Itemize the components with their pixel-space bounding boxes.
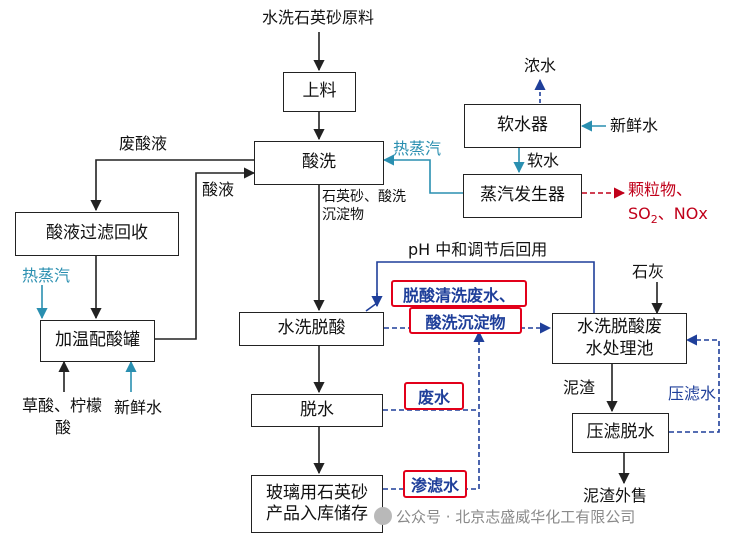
highlight-shenlvshui: 渗滤水 [403, 470, 467, 498]
label-raw-material: 水洗石英砂原料 [262, 8, 375, 27]
emissions-so: SO [628, 204, 651, 223]
pool-line-2: 水处理池 [585, 338, 654, 359]
box-chanpin: 玻璃用石英砂 产品入库储存 [251, 475, 383, 533]
box-shuixi-tuosuan: 水洗脱酸 [239, 312, 384, 346]
label-ph: pH 中和调节后回用 [408, 240, 548, 259]
highlight-feishui: 废水 [404, 382, 464, 410]
label-nongshui: 浓水 [524, 56, 557, 75]
chanpin-line-1: 玻璃用石英砂 [266, 482, 368, 503]
box-suanxi: 酸洗 [254, 141, 384, 185]
arrow-yalvshui [669, 334, 720, 433]
label-nizha-waishou: 泥渣外售 [583, 486, 648, 505]
wechat-icon [374, 507, 392, 525]
emissions-nox: 、NOx [657, 204, 708, 223]
highlight-tuosuan-1: 脱酸清洗废水、 [391, 280, 527, 307]
label-emissions-2: SO2、NOx [628, 204, 708, 226]
label-xinxianshui-left: 新鲜水 [114, 398, 163, 417]
watermark: 公众号 · 北京志盛威华化工有限公司 [396, 508, 636, 526]
label-resq-top: 热蒸汽 [393, 139, 442, 158]
label-xinxianshui-top: 新鲜水 [610, 116, 659, 135]
box-ruanshuiqi: 软水器 [464, 104, 581, 148]
box-feishui-chi: 水洗脱酸废 水处理池 [552, 313, 687, 364]
box-suanye-guolv: 酸液过滤回收 [15, 212, 179, 256]
arrow-resq-top [382, 154, 463, 194]
box-zhengqi: 蒸汽发生器 [463, 174, 582, 218]
box-yalv-tuoshui: 压滤脱水 [572, 413, 669, 453]
box-shangliao: 上料 [283, 72, 356, 112]
highlight-tuosuan-2: 酸洗沉淀物 [409, 307, 522, 334]
box-jiawen: 加温配酸罐 [40, 320, 155, 362]
label-chendian-2: 沉淀物 [322, 207, 364, 223]
emissions-so-sub: 2 [650, 213, 658, 227]
label-ruanshui: 软水 [527, 151, 560, 170]
arrow-feisuanye [90, 159, 254, 212]
label-suanye: 酸液 [202, 180, 235, 199]
arrow-suanye [155, 167, 256, 340]
label-caosuan-1: 草酸、柠檬 [22, 396, 103, 415]
label-resq-left: 热蒸汽 [22, 266, 71, 285]
label-caosuan-2: 酸 [55, 418, 72, 437]
label-yalvshui: 压滤水 [668, 384, 717, 403]
pool-line-1: 水洗脱酸废 [577, 317, 662, 338]
box-tuoshui: 脱水 [251, 394, 383, 427]
label-shihui: 石灰 [632, 262, 665, 281]
label-feisuanye: 废酸液 [119, 134, 168, 153]
label-emissions-1: 颗粒物、 [628, 180, 693, 199]
label-nizha: 泥渣 [563, 378, 596, 397]
chanpin-line-2: 产品入库储存 [266, 504, 368, 524]
label-chendian-1: 石英砂、酸洗 [322, 189, 406, 205]
